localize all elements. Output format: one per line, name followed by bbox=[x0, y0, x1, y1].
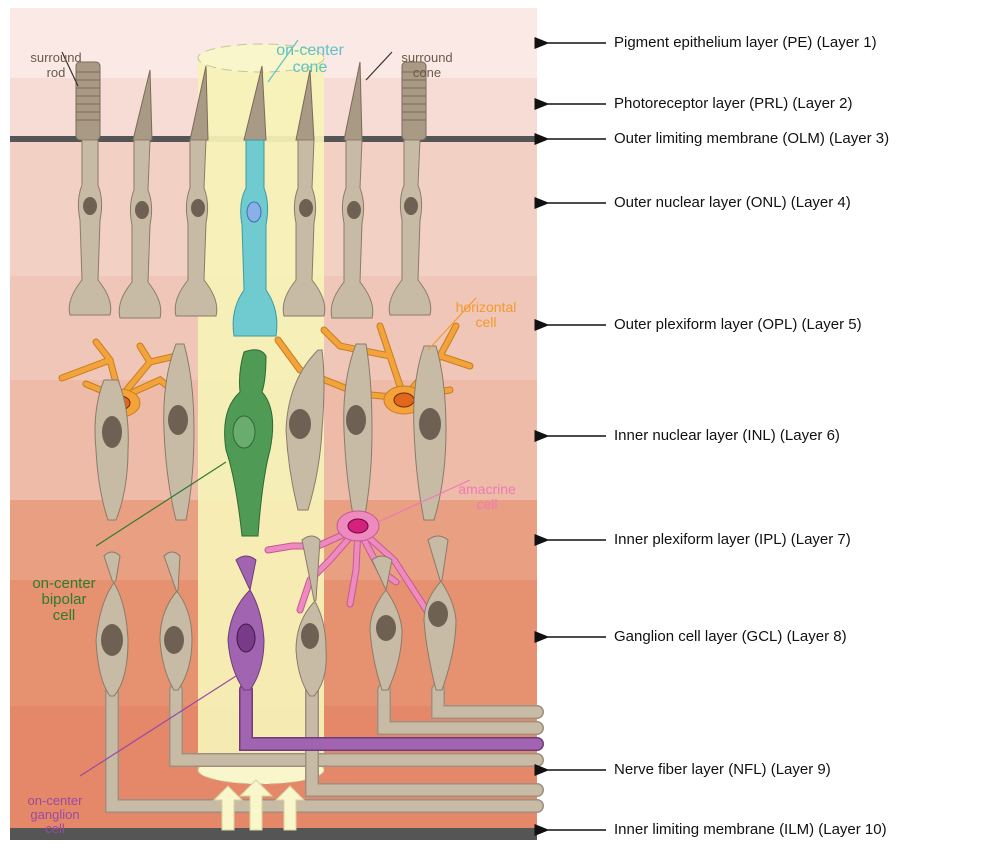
label-layer-nfl: Nerve fiber layer (NFL) (Layer 9) bbox=[614, 761, 831, 778]
label-layer-prl: Photoreceptor layer (PRL) (Layer 2) bbox=[614, 95, 852, 112]
label-layer-olm: Outer limiting membrane (OLM) (Layer 3) bbox=[614, 130, 889, 147]
label-layer-gcl: Ganglion cell layer (GCL) (Layer 8) bbox=[614, 628, 847, 645]
label-layer-pe: Pigment epithelium layer (PE) (Layer 1) bbox=[614, 34, 877, 51]
label-layer-onl: Outer nuclear layer (ONL) (Layer 4) bbox=[614, 194, 851, 211]
label-layer-ilm: Inner limiting membrane (ILM) (Layer 10) bbox=[614, 821, 887, 838]
label-layer-inl: Inner nuclear layer (INL) (Layer 6) bbox=[614, 427, 840, 444]
label-layer-opl: Outer plexiform layer (OPL) (Layer 5) bbox=[614, 316, 862, 333]
layer-arrows bbox=[548, 43, 606, 830]
light-arrows bbox=[214, 780, 304, 830]
label-layer-ipl: Inner plexiform layer (IPL) (Layer 7) bbox=[614, 531, 851, 548]
